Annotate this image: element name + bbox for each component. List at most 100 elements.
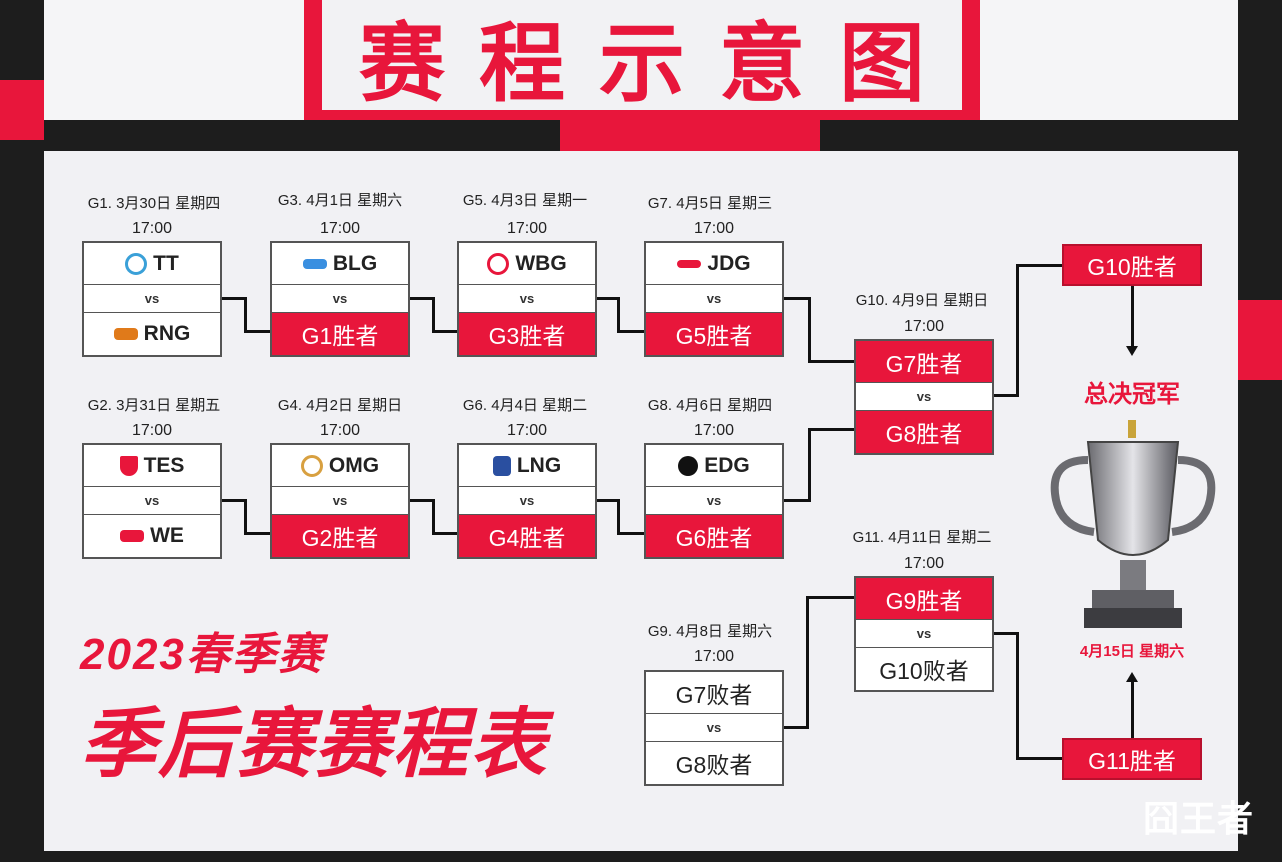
match-g6-winner-slot: G4胜者 [459, 515, 595, 557]
champion-label: 总决冠军 [1084, 381, 1180, 408]
match-g4-vs: vs [272, 487, 408, 515]
background-stripe-right [1238, 300, 1282, 380]
match-date-g10: G10. 4月9日 星期日 [855, 292, 989, 309]
bracket-connector [432, 297, 435, 333]
season-title: 2023春季赛 [80, 630, 324, 679]
title-inner: 赛程示意图 [322, 0, 962, 114]
vs-label: vs [916, 626, 932, 641]
vs-label: vs [519, 493, 535, 508]
bracket-connector [784, 297, 810, 300]
match-time-g3: 17:00 [319, 220, 361, 237]
match-g9-vs: vs [646, 714, 782, 742]
team-name: JDG [707, 251, 751, 275]
match-time-g1: 17:00 [131, 220, 173, 237]
match-box-g4: OMG vs G2胜者 [270, 443, 410, 559]
bracket-connector [784, 726, 808, 729]
match-box-g2: TES vs WE [82, 443, 222, 559]
vs-label: vs [706, 493, 722, 508]
match-box-g9: G7败者 vs G8败者 [644, 670, 784, 786]
match-g1-vs: vs [84, 285, 220, 313]
match-g7-winner-slot: G5胜者 [646, 313, 782, 355]
bracket-connector [244, 297, 247, 333]
bracket-connector [222, 499, 246, 502]
match-date-g11: G11. 4月11日 星期二 [852, 529, 992, 546]
bracket-connector [432, 532, 457, 535]
bracket-connector [617, 297, 620, 333]
match-time-g11: 17:00 [903, 555, 945, 572]
arrow-down [1131, 286, 1134, 348]
bracket-connector [222, 297, 246, 300]
team-name: EDG [704, 453, 750, 477]
match-g9-top-slot: G7败者 [646, 672, 782, 714]
match-time-g2: 17:00 [131, 422, 173, 439]
bracket-connector [784, 499, 810, 502]
match-g4-team-top: OMG [272, 445, 408, 487]
team-name: BLG [332, 251, 378, 275]
omg-logo-icon [300, 454, 323, 477]
vs-label: vs [706, 291, 722, 306]
match-g7-team-top: JDG [646, 243, 782, 285]
bracket-connector [1016, 632, 1019, 760]
bracket-connector [808, 360, 854, 363]
match-g11-bottom-slot: G10败者 [879, 658, 969, 684]
tt-logo-icon [125, 252, 148, 275]
edg-logo-icon [678, 455, 699, 476]
arrow-up [1131, 682, 1134, 738]
match-time-g5: 17:00 [506, 220, 548, 237]
match-g8-vs: vs [646, 487, 782, 515]
bracket-connector [994, 394, 1018, 397]
bracket-connector [597, 297, 619, 300]
match-date-g8: G8. 4月6日 星期四 [647, 397, 773, 414]
bracket-connector [808, 428, 811, 502]
vs-label: vs [706, 720, 722, 735]
vs-label: vs [332, 291, 348, 306]
bracket-connector [806, 596, 809, 729]
match-date-g1: G1. 3月30日 星期四 [87, 195, 221, 212]
match-time-g6: 17:00 [506, 422, 548, 439]
bracket-connector [617, 330, 644, 333]
match-time-g7: 17:00 [693, 220, 735, 237]
bracket-connector [244, 499, 247, 535]
bracket-connector [410, 297, 434, 300]
bracket-connector [597, 499, 619, 502]
match-g3-winner-slot: G1胜者 [272, 313, 408, 355]
match-date-g4: G4. 4月2日 星期日 [277, 397, 403, 414]
bracket-connector [244, 532, 270, 535]
match-g2-team-top: TES [84, 445, 220, 487]
title-box: 赛程示意图 [304, 0, 980, 120]
team-name: WBG [515, 251, 567, 275]
jdg-logo-icon [677, 259, 702, 268]
match-time-g4: 17:00 [319, 422, 361, 439]
bracket-connector [1016, 264, 1019, 397]
match-g9-bottom-slot: G8败者 [675, 752, 753, 778]
match-time-g10: 17:00 [903, 318, 945, 335]
bracket-connector [1016, 757, 1062, 760]
bracket-connector [432, 499, 435, 535]
trophy-icon [1050, 420, 1216, 628]
arrow-down-icon [1126, 346, 1138, 356]
tes-logo-icon [119, 455, 138, 476]
match-g10-top-slot: G7胜者 [856, 341, 992, 383]
match-g6-team-top: LNG [459, 445, 595, 487]
match-g8-winner-slot: G6胜者 [646, 515, 782, 557]
arrow-up-icon [1126, 672, 1138, 682]
match-date-g5: G5. 4月3日 星期一 [462, 192, 588, 209]
match-time-g8: 17:00 [693, 422, 735, 439]
we-logo-icon [120, 530, 145, 542]
vs-label: vs [332, 493, 348, 508]
match-g6-vs: vs [459, 487, 595, 515]
bracket-connector [1016, 264, 1062, 267]
match-g10-vs: vs [856, 383, 992, 411]
vs-label: vs [916, 389, 932, 404]
match-box-g6: LNG vs G4胜者 [457, 443, 597, 559]
match-box-g1: TT vs RNG [82, 241, 222, 357]
bracket-connector [617, 532, 644, 535]
final-date: 4月15日 星期六 [1079, 643, 1185, 660]
bracket-connector [244, 330, 270, 333]
match-box-g10: G7胜者 vs G8胜者 [854, 339, 994, 455]
rng-logo-icon [113, 328, 138, 340]
bracket-connector [617, 499, 620, 535]
watermark: 囧王者 [1142, 798, 1254, 839]
match-box-g11: G9胜者 vs G10败者 [854, 576, 994, 692]
match-date-g2: G2. 3月31日 星期五 [87, 397, 221, 414]
